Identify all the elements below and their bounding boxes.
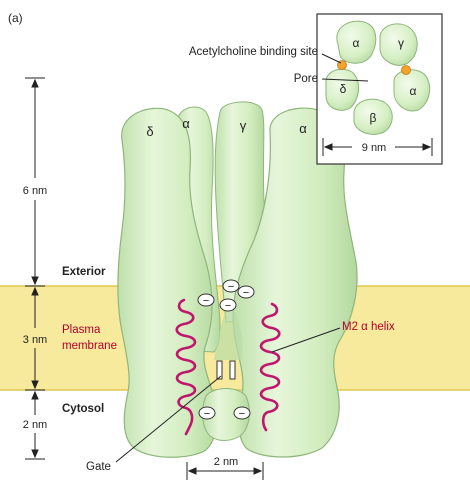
m2-helix-left	[175, 298, 197, 436]
m2-helix-right	[259, 302, 281, 432]
dim-2nm-horizontal: 2 nm	[214, 456, 238, 468]
label-plasma: Plasma	[62, 324, 101, 336]
gate-bar-right	[229, 360, 236, 380]
charge-5: −	[198, 406, 216, 420]
charge-1: −	[222, 279, 240, 293]
dim-6nm: 6 nm	[23, 185, 47, 197]
inset-pore	[369, 78, 377, 86]
subunit-alpha-front	[232, 107, 358, 458]
svg-text:−: −	[243, 287, 249, 299]
svg-text:−: −	[203, 295, 209, 307]
inset-subunit-alpha-top	[336, 20, 377, 64]
m2-helix-leader	[271, 327, 341, 353]
binding-site-dot-right	[401, 65, 411, 75]
subunit-label-alpha-1: α	[182, 116, 190, 131]
label-m2-helix: M2 α helix	[342, 321, 395, 333]
label-binding-site: Acetylcholine binding site	[189, 46, 318, 58]
charge-4: −	[219, 298, 237, 312]
gate-leader	[115, 375, 222, 463]
pore-channel	[214, 310, 243, 360]
svg-text:−: −	[228, 281, 234, 293]
label-exterior: Exterior	[62, 266, 106, 278]
negative-charges: − − − − − −	[197, 279, 255, 420]
gate-bar-left	[216, 360, 223, 380]
label-gate: Gate	[86, 461, 111, 473]
pore-leader	[321, 78, 369, 82]
dim-2nm-vertical: 2 nm	[23, 419, 47, 431]
charge-2: −	[237, 285, 255, 299]
charge-6: −	[233, 406, 251, 420]
inset-subunit-beta	[353, 98, 393, 135]
label-membrane: membrane	[62, 340, 117, 352]
vertical-scale	[25, 77, 45, 460]
binding-site-leader	[321, 53, 342, 64]
subunit-bottom-lobe	[202, 388, 250, 441]
inset-top-view: α γ δ α β 9 nm	[316, 13, 443, 165]
dim-3nm: 3 nm	[23, 334, 47, 346]
inset-label-gamma: γ	[398, 36, 404, 50]
dim-9nm: 9 nm	[362, 142, 386, 154]
charge-3: −	[197, 293, 215, 307]
panel-label: (a)	[8, 11, 23, 25]
svg-text:−: −	[239, 408, 245, 420]
inset-label-beta: β	[370, 111, 377, 125]
horizontal-scale-gate	[186, 462, 264, 480]
subunit-label-alpha-2: α	[299, 121, 307, 136]
svg-text:−: −	[204, 408, 210, 420]
label-pore: Pore	[294, 73, 318, 85]
inset-label-alpha-right: α	[410, 84, 417, 98]
inset-label-delta: δ	[340, 82, 347, 96]
label-cytosol: Cytosol	[62, 403, 104, 415]
svg-text:−: −	[225, 300, 231, 312]
subunit-label-gamma: γ	[240, 118, 247, 133]
inset-scale	[322, 138, 433, 156]
inset-label-alpha-top: α	[353, 36, 360, 50]
subunit-label-delta: δ	[146, 124, 153, 139]
inset-subunit-gamma	[379, 23, 418, 66]
